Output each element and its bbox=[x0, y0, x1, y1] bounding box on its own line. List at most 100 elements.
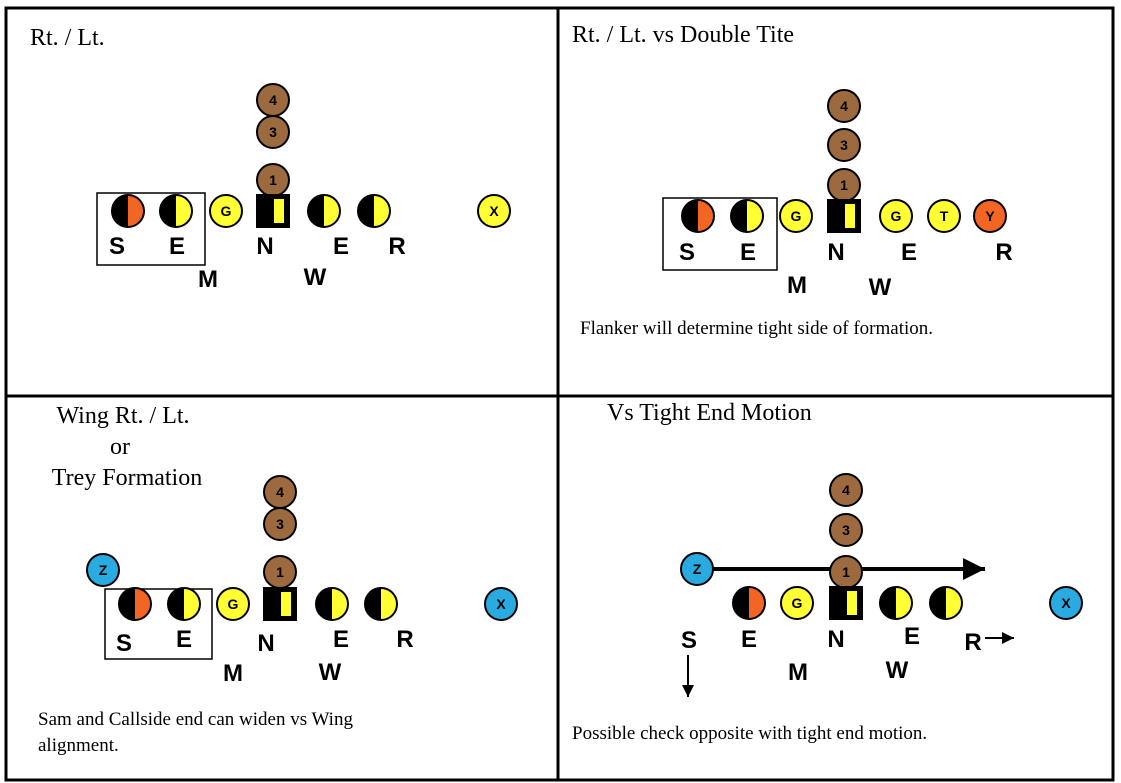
linebacker-number: 3 bbox=[269, 124, 277, 140]
linebacker-number: 1 bbox=[276, 564, 284, 580]
panel-note: Possible check opposite with tight end m… bbox=[572, 723, 927, 744]
position-label: S bbox=[681, 627, 697, 654]
position-label: W bbox=[304, 264, 327, 291]
position-label: E bbox=[176, 626, 192, 653]
offense-player-letter: G bbox=[228, 596, 239, 612]
center-square bbox=[263, 587, 297, 621]
defender-half-circle bbox=[315, 587, 349, 621]
position-label: R bbox=[964, 629, 981, 656]
offense-player-circle bbox=[484, 587, 518, 621]
motion-arrow bbox=[985, 632, 1014, 644]
center-square bbox=[256, 194, 290, 228]
defender-half-circle bbox=[364, 587, 398, 621]
panel-title: Vs Tight End Motion bbox=[607, 400, 812, 426]
position-label: E bbox=[333, 626, 349, 653]
position-label: E bbox=[901, 239, 917, 266]
defender-half-circle bbox=[167, 587, 201, 621]
position-label: S bbox=[679, 239, 695, 266]
offense-player-circle bbox=[209, 194, 243, 228]
offense-player-letter: Z bbox=[99, 562, 108, 578]
position-label: M bbox=[198, 266, 218, 293]
defender-half-circle bbox=[111, 194, 145, 228]
panel-note: alignment. bbox=[38, 735, 119, 756]
offense-player-circle bbox=[1049, 586, 1083, 620]
position-label: E bbox=[333, 233, 349, 260]
position-label: E bbox=[741, 626, 757, 653]
offense-player-circle bbox=[477, 194, 511, 228]
defender-half-circle bbox=[307, 194, 341, 228]
linebacker-number: 3 bbox=[276, 516, 284, 532]
linebacker-number: 4 bbox=[842, 482, 850, 498]
offense-player-circle bbox=[680, 552, 714, 586]
offense-player-circle bbox=[927, 199, 961, 233]
offense-player-letter: X bbox=[496, 596, 506, 612]
position-label: W bbox=[319, 659, 342, 686]
offense-player-letter: G bbox=[891, 208, 902, 224]
linebacker-circle bbox=[256, 115, 290, 149]
linebacker-number: 4 bbox=[840, 98, 848, 114]
defender-half-circle bbox=[118, 587, 152, 621]
linebacker-circle bbox=[827, 89, 861, 123]
offense-player-letter: G bbox=[791, 208, 802, 224]
linebacker-number: 3 bbox=[842, 522, 850, 538]
position-label: R bbox=[995, 239, 1012, 266]
panel-title: Rt. / Lt. bbox=[30, 25, 105, 51]
position-label: S bbox=[109, 233, 125, 260]
offense-player-letter: Z bbox=[693, 561, 702, 577]
linebacker-circle bbox=[263, 507, 297, 541]
defender-half-circle bbox=[681, 199, 715, 233]
linebacker-circle bbox=[829, 513, 863, 547]
position-label: M bbox=[223, 660, 243, 687]
position-label: N bbox=[827, 626, 844, 653]
linebacker-circle bbox=[827, 128, 861, 162]
position-label: E bbox=[904, 623, 920, 650]
position-label: N bbox=[827, 239, 844, 266]
linebacker-number: 1 bbox=[269, 172, 277, 188]
offense-player-circle bbox=[779, 199, 813, 233]
offense-player-letter: G bbox=[792, 595, 803, 611]
panel-note: Sam and Callside end can widen vs Wing bbox=[38, 709, 353, 730]
center-square bbox=[827, 199, 861, 233]
linebacker-number: 4 bbox=[276, 484, 284, 500]
panel-title: or bbox=[110, 434, 130, 460]
panel-title: Rt. / Lt. vs Double Tite bbox=[572, 22, 794, 48]
position-label: M bbox=[788, 659, 808, 686]
position-label: R bbox=[396, 626, 413, 653]
position-label: N bbox=[256, 233, 273, 260]
offense-player-letter: Y bbox=[985, 208, 995, 224]
center-square bbox=[829, 586, 863, 620]
linebacker-number: 1 bbox=[842, 564, 850, 580]
sam-end-box bbox=[104, 588, 213, 660]
defender-half-circle bbox=[929, 586, 963, 620]
linebacker-circle bbox=[829, 473, 863, 507]
defender-half-circle bbox=[357, 194, 391, 228]
defender-half-circle bbox=[730, 199, 764, 233]
defender-half-circle bbox=[732, 586, 766, 620]
position-label: W bbox=[886, 657, 909, 684]
panel-title: Trey Formation bbox=[52, 465, 202, 491]
position-label: W bbox=[869, 274, 892, 301]
defender-half-circle bbox=[879, 586, 913, 620]
position-label: N bbox=[257, 630, 274, 657]
position-label: M bbox=[787, 272, 807, 299]
position-label: R bbox=[388, 233, 405, 260]
offense-player-letter: G bbox=[221, 203, 232, 219]
offense-player-letter: X bbox=[1061, 595, 1071, 611]
panel-title: Wing Rt. / Lt. bbox=[56, 403, 189, 429]
defender-half-circle bbox=[159, 194, 193, 228]
sam-end-box bbox=[96, 192, 206, 266]
offense-player-letter: T bbox=[940, 208, 949, 224]
offense-player-circle bbox=[780, 586, 814, 620]
linebacker-number: 4 bbox=[269, 92, 277, 108]
offense-player-circle bbox=[86, 553, 120, 587]
offense-player-circle bbox=[216, 587, 250, 621]
offense-player-letter: X bbox=[489, 203, 499, 219]
sam-end-box bbox=[662, 197, 778, 271]
motion-arrow bbox=[682, 655, 694, 697]
position-label: E bbox=[740, 239, 756, 266]
position-label: E bbox=[169, 233, 185, 260]
offense-player-circle bbox=[973, 199, 1007, 233]
linebacker-number: 3 bbox=[840, 137, 848, 153]
panel-note: Flanker will determine tight side of for… bbox=[580, 318, 933, 339]
